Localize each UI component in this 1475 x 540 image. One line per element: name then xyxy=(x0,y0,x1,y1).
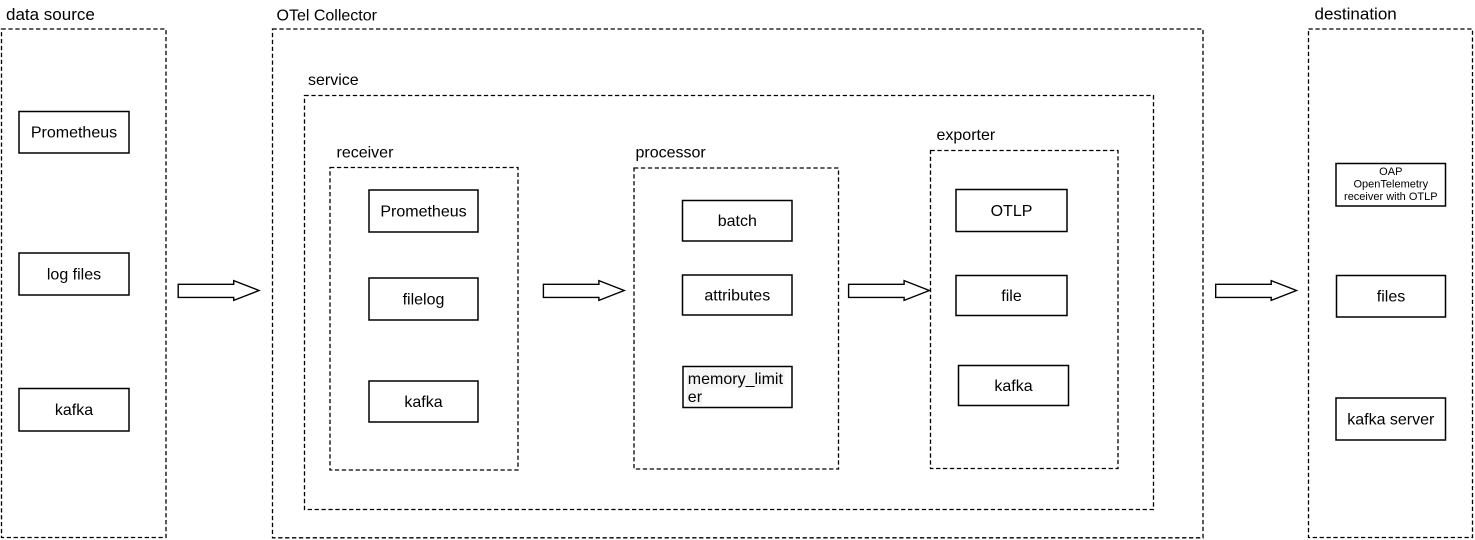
svg-text:er: er xyxy=(688,389,703,406)
svg-text:OTel Collector: OTel Collector xyxy=(277,7,378,24)
svg-text:attributes: attributes xyxy=(704,287,770,304)
svg-text:batch: batch xyxy=(718,213,757,230)
svg-text:kafka: kafka xyxy=(55,402,93,419)
svg-text:files: files xyxy=(1377,289,1405,306)
svg-text:service: service xyxy=(308,72,359,89)
svg-text:exporter: exporter xyxy=(937,127,996,144)
svg-text:Prometheus: Prometheus xyxy=(380,203,466,220)
svg-text:data source: data source xyxy=(6,5,95,24)
svg-text:processor: processor xyxy=(636,145,707,162)
svg-text:file: file xyxy=(1001,288,1022,305)
svg-text:log files: log files xyxy=(47,266,101,283)
svg-text:OTLP: OTLP xyxy=(991,203,1033,220)
svg-text:kafka: kafka xyxy=(994,378,1032,395)
svg-text:kafka: kafka xyxy=(404,394,442,411)
svg-text:receiver with OTLP: receiver with OTLP xyxy=(1344,191,1438,203)
svg-text:kafka server: kafka server xyxy=(1347,411,1435,428)
svg-text:receiver: receiver xyxy=(337,145,395,162)
svg-text:Prometheus: Prometheus xyxy=(31,125,117,142)
svg-text:OAP: OAP xyxy=(1379,166,1402,178)
svg-text:filelog: filelog xyxy=(403,291,445,308)
svg-text:memory_limit: memory_limit xyxy=(688,371,784,388)
svg-text:destination: destination xyxy=(1315,5,1397,24)
svg-text:OpenTelemetry: OpenTelemetry xyxy=(1354,179,1429,191)
